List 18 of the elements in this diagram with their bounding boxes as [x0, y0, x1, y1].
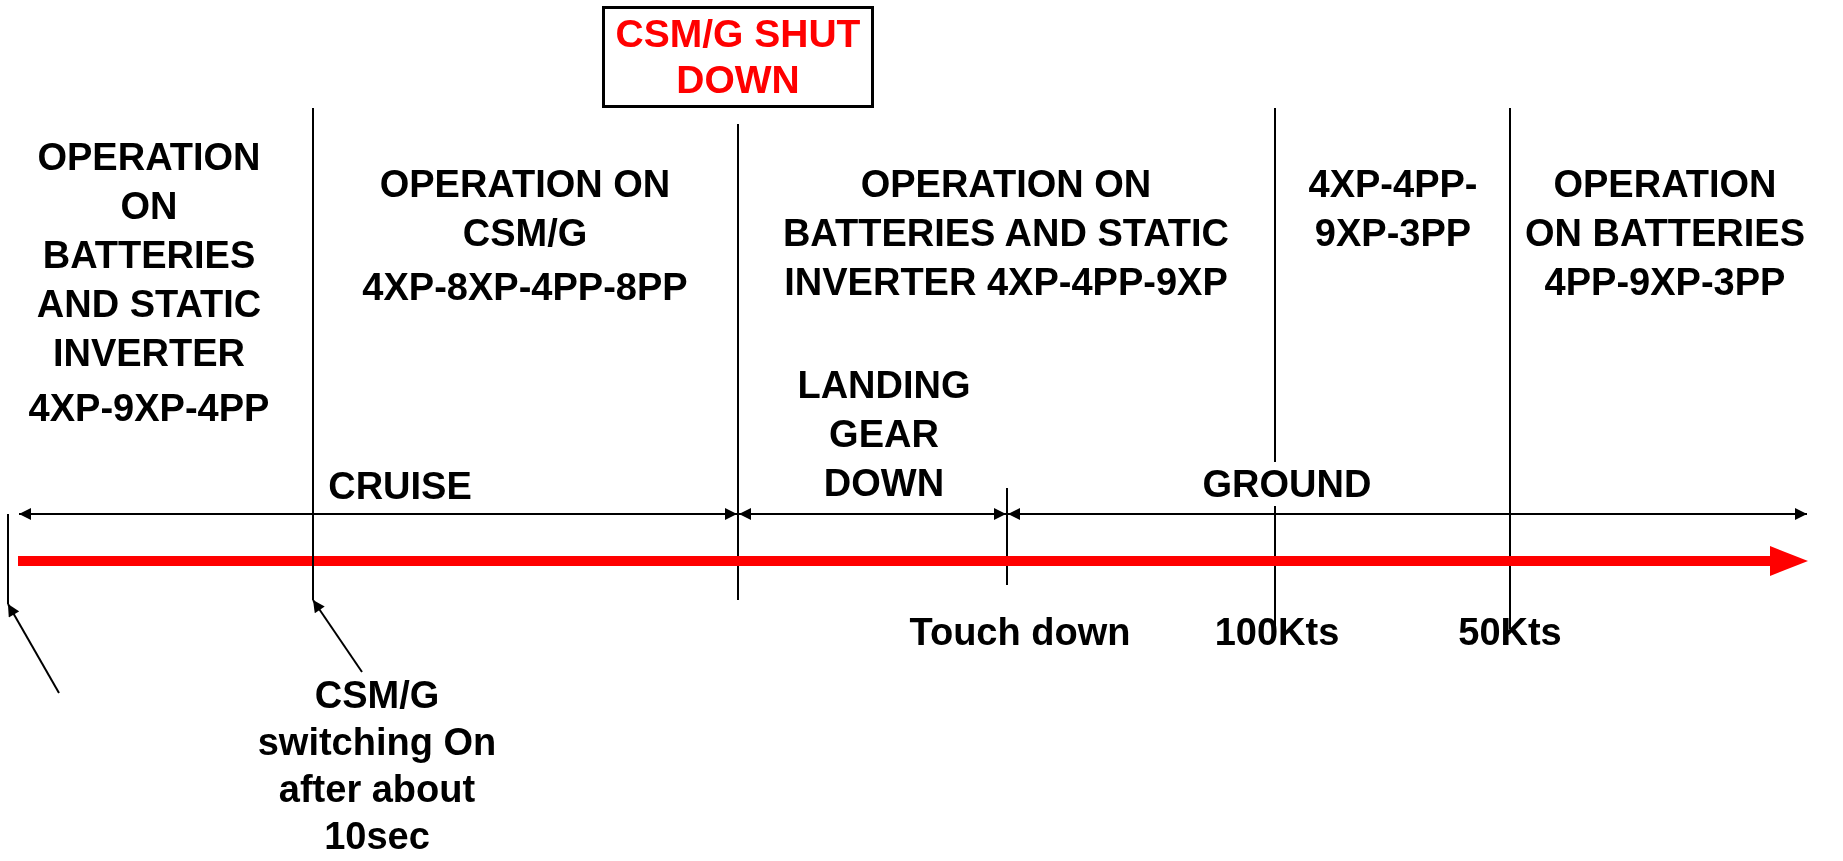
phase-label: OPERATION ON BATTERIES AND STATIC INVERTER	[35, 135, 263, 376]
speed-label: 50Kts	[1458, 610, 1562, 655]
event-label: CSM/G switching On after about 10sec	[247, 672, 507, 860]
speed-label: 100Kts	[1214, 610, 1340, 655]
phase-label: OPERATION ON BATTERIES AND STATIC INVERTER 4XP-4PP-9XP	[781, 162, 1231, 305]
segment-label: GROUND	[1202, 462, 1372, 506]
phase-label: OPERATION ON CSM/G	[378, 162, 672, 256]
phase-label: LANDING GEAR DOWN	[796, 363, 972, 506]
phase-label: OPERATION ON BATTERIES 4PP-9XP-3PP	[1523, 162, 1807, 305]
tick-line	[312, 108, 314, 600]
phase-code-label: 4XP-9XP-4PP	[28, 386, 270, 431]
leader-arrow	[7, 603, 60, 694]
phase-code-label: 4XP-4PP-9XP-3PP	[1307, 162, 1479, 256]
event-box: CSM/G SHUT DOWN	[602, 6, 874, 108]
event-label: Touch down	[909, 610, 1131, 655]
phase-code-label: 4XP-8XP-4PP-8PP	[362, 265, 688, 310]
tick-line	[7, 514, 9, 604]
leader-arrow	[312, 599, 363, 673]
